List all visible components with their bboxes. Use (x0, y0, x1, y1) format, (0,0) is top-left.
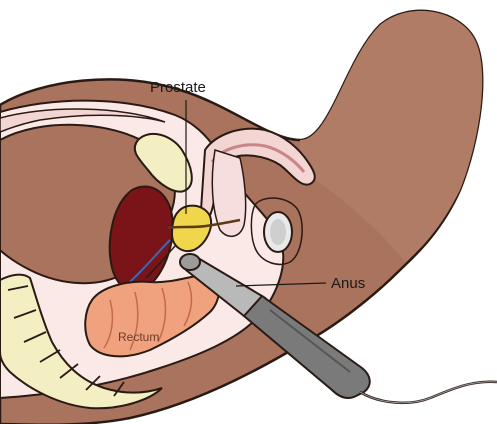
label-anus: Anus (331, 275, 365, 292)
label-rectum: Rectum (118, 330, 159, 344)
label-prostate: Prostate (150, 79, 206, 96)
